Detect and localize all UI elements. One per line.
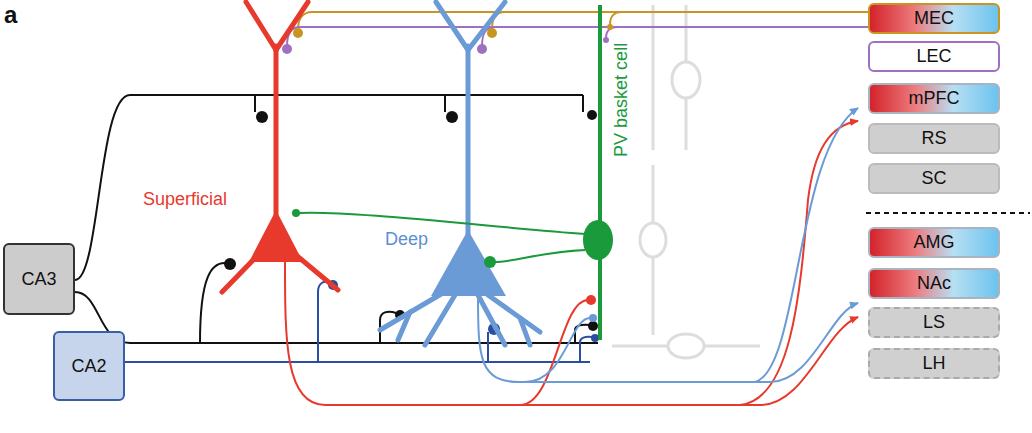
region-box: mPFC <box>868 83 1000 114</box>
region-name: mPFC <box>909 88 960 109</box>
pv-dendrite <box>598 5 602 340</box>
region-box: LS <box>868 307 1000 338</box>
separator <box>866 212 1030 214</box>
region-name: SC <box>921 168 946 189</box>
region-box: AMG <box>868 227 1000 258</box>
region-name: LH <box>922 353 945 374</box>
region-name: AMG <box>913 232 954 253</box>
region-box: MEC <box>868 3 1000 34</box>
region-box: SC <box>868 163 1000 194</box>
pv-axons <box>298 213 585 262</box>
region-box: RS <box>868 123 1000 154</box>
interneurons <box>612 5 760 358</box>
region-box: LH <box>868 348 1000 379</box>
region-name: LS <box>923 312 945 333</box>
region-name: CA3 <box>21 269 56 290</box>
panel-letter: a <box>4 2 17 28</box>
deep-soma <box>431 230 506 296</box>
ca2-projections <box>125 282 592 362</box>
cell-label: Superficial <box>143 190 227 210</box>
region-box: CA3 <box>3 243 75 315</box>
region-box: LEC <box>868 41 1000 72</box>
region-box: CA2 <box>53 331 125 401</box>
superficial-soma <box>249 210 303 262</box>
ca3-synapses <box>224 110 598 331</box>
cell-label: Deep <box>385 230 428 250</box>
region-name: RS <box>921 128 946 149</box>
region-box: NAc <box>868 268 1000 299</box>
ca3-projections <box>75 95 598 343</box>
superficial-neuron <box>222 2 338 292</box>
region-name: CA2 <box>71 356 106 377</box>
region-name: LEC <box>916 46 951 67</box>
region-name: NAc <box>917 273 951 294</box>
pv-soma <box>583 220 613 260</box>
cell-label: PV basket cell <box>612 43 632 157</box>
deep-neuron <box>380 2 540 345</box>
lec-inputs <box>287 27 868 46</box>
ec-synapses <box>282 24 613 54</box>
deep-axon <box>478 108 858 382</box>
region-name: MEC <box>914 8 954 29</box>
